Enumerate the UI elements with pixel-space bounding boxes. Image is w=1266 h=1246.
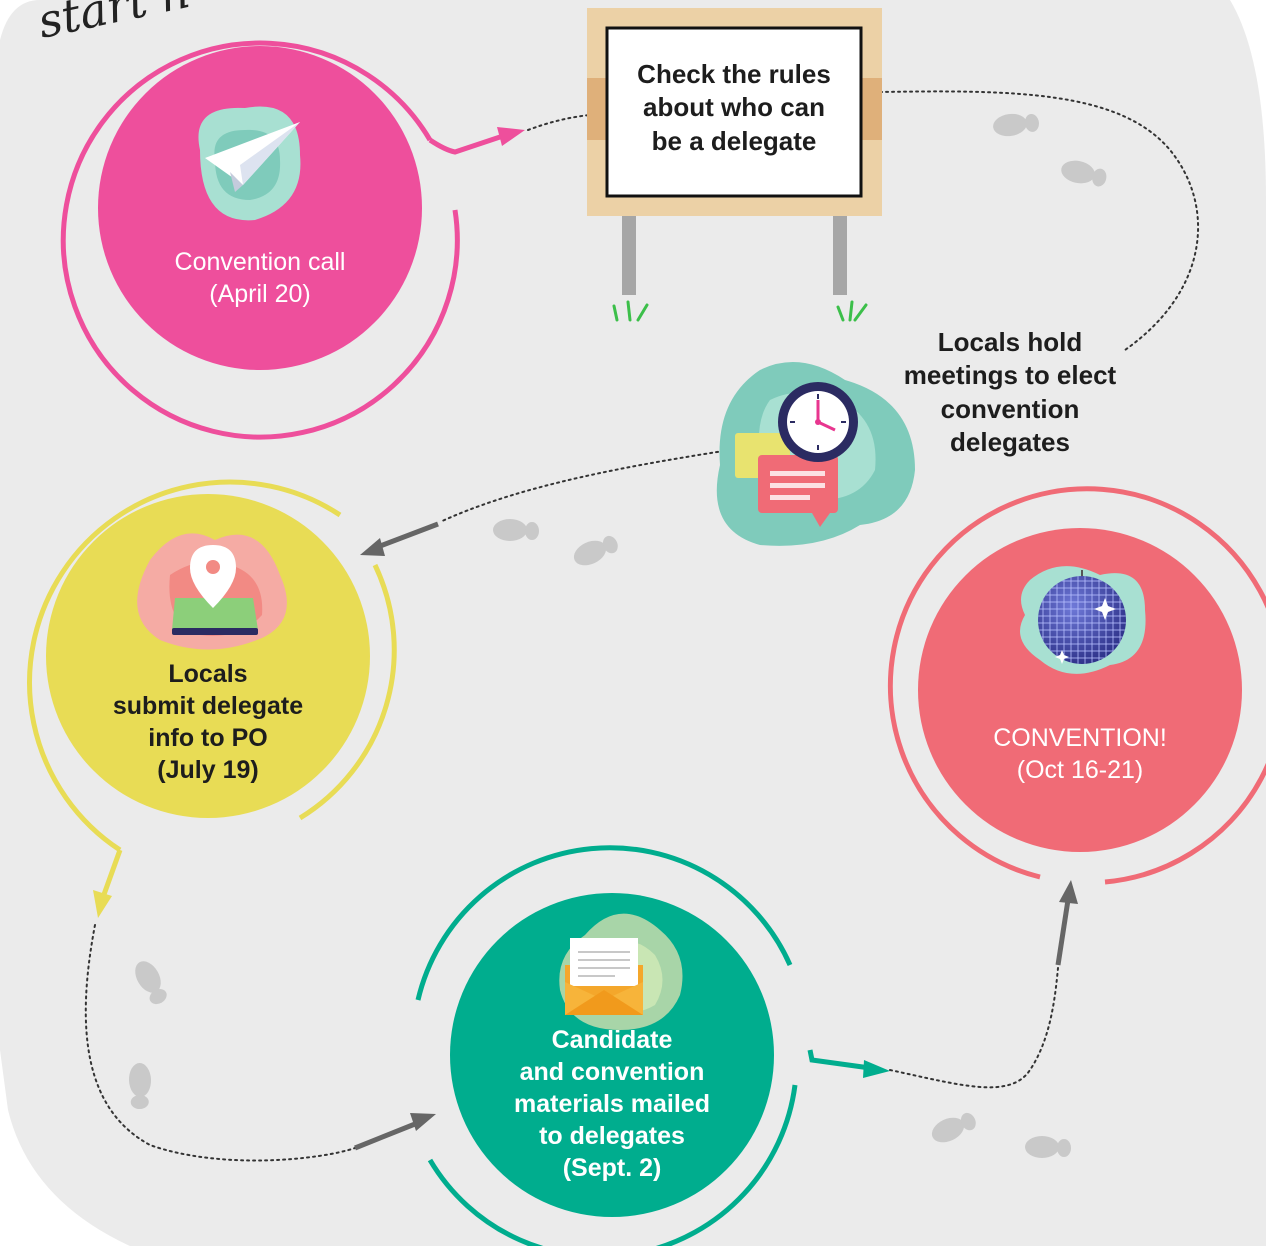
yellow-circle (46, 494, 370, 818)
submit-info-line: (July 19) (157, 756, 259, 784)
materials-mailed-line: materials mailed (514, 1090, 710, 1118)
locals-meetings-line: meetings to elect (903, 360, 1117, 391)
submit-info-line: info to PO (148, 724, 268, 752)
coral-ring (887, 486, 1266, 885)
convention-call-title: Convention call (174, 248, 346, 276)
materials-mailed-label: Candidate and convention materials maile… (472, 1024, 752, 1184)
check-rules-label: Check the rules about who can be a deleg… (607, 58, 861, 158)
locals-meetings-label: Locals hold meetings to elect convention… (870, 326, 1150, 459)
node-submit-info (27, 479, 397, 918)
materials-mailed-line: Candidate (551, 1026, 673, 1054)
submit-info-label: Locals submit delegate info to PO (July … (78, 658, 338, 786)
node-convention (887, 486, 1266, 885)
convention-label: CONVENTION! (Oct 16-21) (950, 722, 1210, 786)
materials-mailed-line: and convention (519, 1058, 705, 1086)
check-rules-line: Check the rules (637, 59, 831, 89)
submit-info-line: submit delegate (112, 692, 304, 720)
locals-meetings-line: convention (940, 393, 1080, 424)
pink-ring (60, 40, 460, 440)
convention-title: CONVENTION! (993, 724, 1167, 752)
check-rules-line: about who can (643, 92, 825, 123)
convention-date: (Oct 16-21) (1016, 756, 1144, 784)
submit-info-line: Locals (168, 660, 248, 688)
node-convention-call (60, 40, 525, 440)
locals-meetings-line: delegates (950, 426, 1070, 457)
teal-ring (427, 1084, 798, 1246)
convention-call-label: Convention call (April 20) (120, 246, 400, 310)
disco-ball-icon (1020, 566, 1146, 674)
yellow-ring (27, 479, 342, 853)
locals-meetings-line: Locals hold (937, 327, 1083, 357)
convention-call-date: (April 20) (209, 280, 311, 308)
teal-circle (450, 893, 774, 1217)
paper-plane-icon (198, 106, 301, 221)
check-rules-line: be a delegate (651, 125, 817, 156)
coral-circle (918, 528, 1242, 852)
envelope-icon (559, 913, 683, 1030)
node-materials-mailed (415, 845, 890, 1246)
materials-mailed-line: (Sept. 2) (562, 1154, 662, 1182)
dotted-paths (84, 90, 1200, 1162)
node-check-rules (587, 8, 882, 322)
clock-chat-icon (716, 362, 915, 546)
materials-mailed-line: to delegates (539, 1122, 685, 1150)
map-pin-icon (137, 533, 287, 650)
